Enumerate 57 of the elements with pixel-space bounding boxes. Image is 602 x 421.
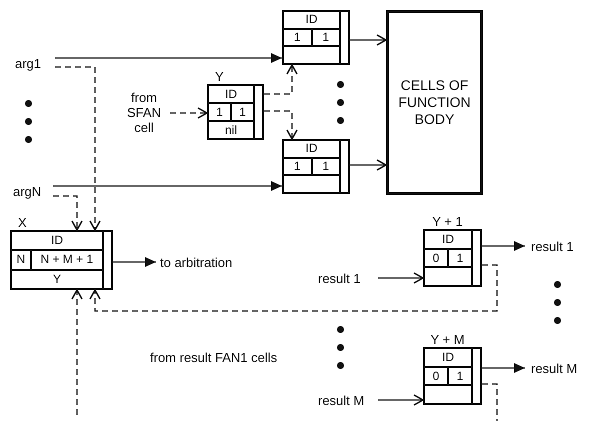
cell-field: 1 xyxy=(284,30,310,46)
cell-address: Y + M xyxy=(430,332,465,347)
cell-field: 0 xyxy=(425,250,447,266)
dashed-arrow xyxy=(170,107,208,119)
signal-label: arg1 xyxy=(15,56,55,71)
signal-label: result M xyxy=(318,393,376,408)
cell-field: ID xyxy=(12,232,102,250)
dashed-arrow xyxy=(264,64,298,95)
memory-cell xyxy=(282,139,350,194)
cell-field: ID xyxy=(284,12,339,28)
signal-label: result M xyxy=(531,361,597,376)
cell-field: Y xyxy=(12,270,102,288)
dashed-arrow xyxy=(264,110,298,140)
memory-cell xyxy=(207,70,264,140)
cell-field: N + M + 1 xyxy=(30,251,102,269)
cell-address: X xyxy=(18,215,27,230)
cell-field: 1 xyxy=(310,158,339,174)
arrow xyxy=(53,181,282,191)
cell-field: 1 xyxy=(447,368,471,384)
dashed-arrow xyxy=(55,66,101,231)
arrow xyxy=(113,257,156,267)
arrow xyxy=(378,394,424,406)
arrow xyxy=(482,241,525,251)
dashed-arrow xyxy=(71,289,83,415)
cell-field: 1 xyxy=(284,158,310,174)
dashed-arrow xyxy=(53,195,83,231)
signal-label: result 1 xyxy=(318,271,376,286)
cell-field: N xyxy=(12,251,30,269)
arrow xyxy=(350,159,387,171)
cell-address: Y + 1 xyxy=(432,214,463,229)
dashed-arrow xyxy=(482,383,498,421)
arrow xyxy=(378,272,424,284)
arrow xyxy=(55,53,282,63)
function-body-box: CELLS OF FUNCTION BODY xyxy=(386,10,483,195)
cell-field: 1 xyxy=(310,30,339,46)
dashed-arrow xyxy=(89,264,498,312)
cell-field: ID xyxy=(425,349,471,366)
memory-cell xyxy=(423,215,482,287)
memory-cell xyxy=(282,10,350,65)
cell-address: Y xyxy=(215,69,224,84)
cell-field: 1 xyxy=(230,104,253,120)
signal-label: from SFAN cell xyxy=(118,90,170,135)
cell-field: 1 xyxy=(447,250,471,266)
arrow xyxy=(350,34,387,46)
memory-cell xyxy=(423,333,482,405)
signal-label: argN xyxy=(13,184,53,199)
signal-label: to arbitration xyxy=(160,255,270,270)
memory-cell xyxy=(10,216,113,290)
cell-field: nil xyxy=(209,122,253,138)
cell-field: 1 xyxy=(209,104,230,120)
cell-field: ID xyxy=(425,231,471,248)
arrow xyxy=(482,363,525,373)
note-label: from result FAN1 cells xyxy=(150,350,278,365)
cell-field: ID xyxy=(284,141,339,157)
cell-field: 0 xyxy=(425,368,447,384)
signal-label: result 1 xyxy=(531,239,591,254)
cell-field: ID xyxy=(209,86,253,102)
